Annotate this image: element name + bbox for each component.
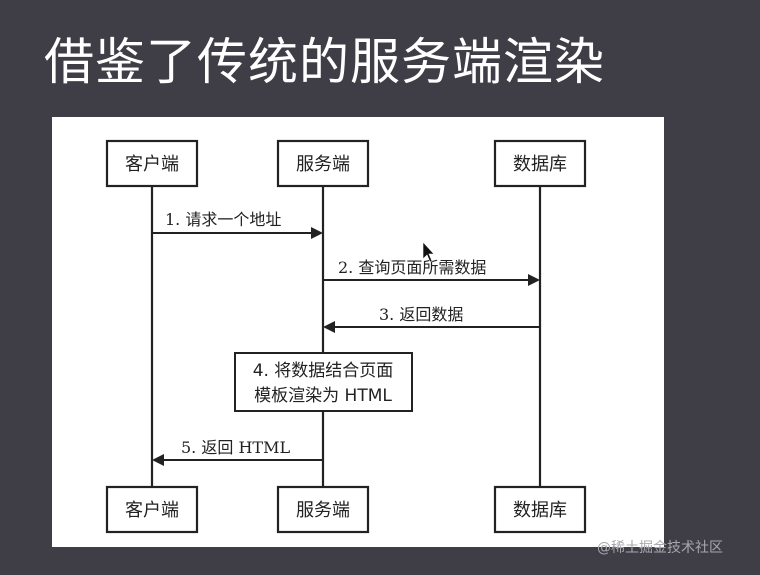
arrow-right-icon [311, 227, 323, 239]
actor-server-bottom-label: 服务端 [296, 500, 350, 521]
actor-database-bottom: 数据库 [493, 485, 587, 534]
note-line-2: 模板渲染为 HTML [254, 386, 392, 406]
actor-server-top: 服务端 [276, 139, 370, 188]
actor-server-bottom: 服务端 [276, 485, 370, 534]
actor-client-top: 客户端 [105, 139, 199, 188]
message-request-address: 1. 请求一个地址 [152, 210, 323, 239]
note-render-template: 4. 将数据结合页面 模板渲染为 HTML [234, 352, 413, 412]
message-query-data: 2. 查询页面所需数据 [323, 258, 540, 286]
actor-client-top-label: 客户端 [125, 154, 179, 175]
note-line-1: 4. 将数据结合页面 [253, 361, 394, 381]
message-2-label: 2. 查询页面所需数据 [338, 258, 486, 277]
mouse-cursor-icon [422, 241, 435, 263]
actor-database-bottom-label: 数据库 [513, 500, 567, 521]
actor-database-top-label: 数据库 [513, 154, 567, 175]
message-return-html: 5. 返回 HTML [152, 438, 323, 466]
message-return-data: 3. 返回数据 [323, 305, 540, 333]
actor-client-bottom-label: 客户端 [125, 500, 179, 521]
sequence-diagram: 客户端 服务端 数据库 1. 请求一个地址 2. 查询页面所需数据 3. 返回数… [52, 117, 664, 547]
arrow-right-icon [528, 274, 540, 286]
message-3-label: 3. 返回数据 [379, 305, 463, 324]
watermark: @稀土掘金技术社区 [597, 540, 723, 556]
message-5-label: 5. 返回 HTML [181, 438, 290, 457]
arrow-left-icon [323, 321, 335, 333]
actor-database-top: 数据库 [493, 139, 587, 188]
actor-client-bottom: 客户端 [105, 485, 199, 534]
slide-title: 借鉴了传统的服务端渲染 [44, 33, 605, 91]
message-1-label: 1. 请求一个地址 [165, 210, 281, 229]
actor-server-top-label: 服务端 [296, 154, 350, 175]
arrow-left-icon [152, 454, 164, 466]
